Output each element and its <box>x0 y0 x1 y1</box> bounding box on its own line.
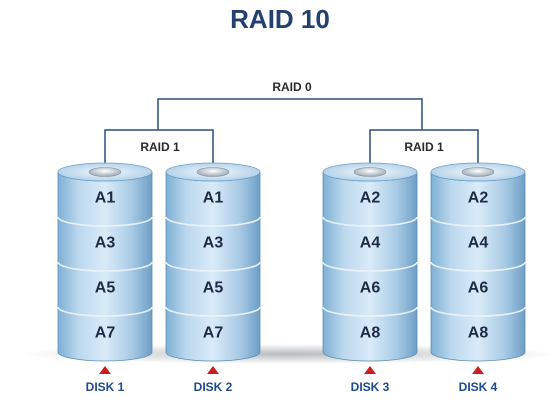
block-label: A3 <box>203 235 224 252</box>
disk-hub <box>461 167 495 177</box>
block-label: A4 <box>468 235 489 252</box>
raid1-left-connector <box>104 129 214 172</box>
disk-hub <box>88 167 122 177</box>
disk-hub <box>353 167 387 177</box>
block-label: A6 <box>468 280 489 297</box>
raid0-connector <box>157 98 423 130</box>
segment-rim <box>430 261 526 272</box>
raid1-right-label: RAID 1 <box>404 140 444 154</box>
block-label: A1 <box>203 190 224 207</box>
disk-label: DISK 2 <box>194 380 233 394</box>
arrow-up-icon <box>207 366 219 374</box>
raid1-right-connector <box>369 129 479 172</box>
segment-rim <box>57 261 153 272</box>
block-label: A8 <box>360 325 381 342</box>
disk-label: DISK 1 <box>86 380 125 394</box>
segment-rim <box>57 306 153 317</box>
raid1-left-label: RAID 1 <box>140 140 180 154</box>
segment-rim <box>430 216 526 227</box>
floor-shadow <box>20 344 560 364</box>
block-label: A5 <box>203 280 224 297</box>
disk-label: DISK 4 <box>459 380 498 394</box>
segment-rim <box>430 306 526 317</box>
block-label: A1 <box>95 190 116 207</box>
arrow-up-icon <box>472 366 484 374</box>
arrow-up-icon <box>99 366 111 374</box>
block-label: A4 <box>360 235 381 252</box>
arrow-up-icon <box>364 366 376 374</box>
block-label: A6 <box>360 280 381 297</box>
block-label: A2 <box>360 190 381 207</box>
block-label: A7 <box>203 325 224 342</box>
segment-rim <box>165 216 261 227</box>
block-label: A8 <box>468 325 489 342</box>
block-label: A2 <box>468 190 489 207</box>
segment-rim <box>165 306 261 317</box>
segment-rim <box>322 261 418 272</box>
segment-rim <box>165 261 261 272</box>
block-label: A5 <box>95 280 116 297</box>
segment-rim <box>57 216 153 227</box>
block-label: A3 <box>95 235 116 252</box>
connector-lines <box>104 98 479 172</box>
diagram-title: RAID 10 <box>230 4 330 34</box>
segment-rim <box>322 306 418 317</box>
disk-hub <box>196 167 230 177</box>
segment-rim <box>322 216 418 227</box>
disk-label: DISK 3 <box>351 380 390 394</box>
raid0-label: RAID 0 <box>272 80 312 94</box>
block-label: A7 <box>95 325 116 342</box>
